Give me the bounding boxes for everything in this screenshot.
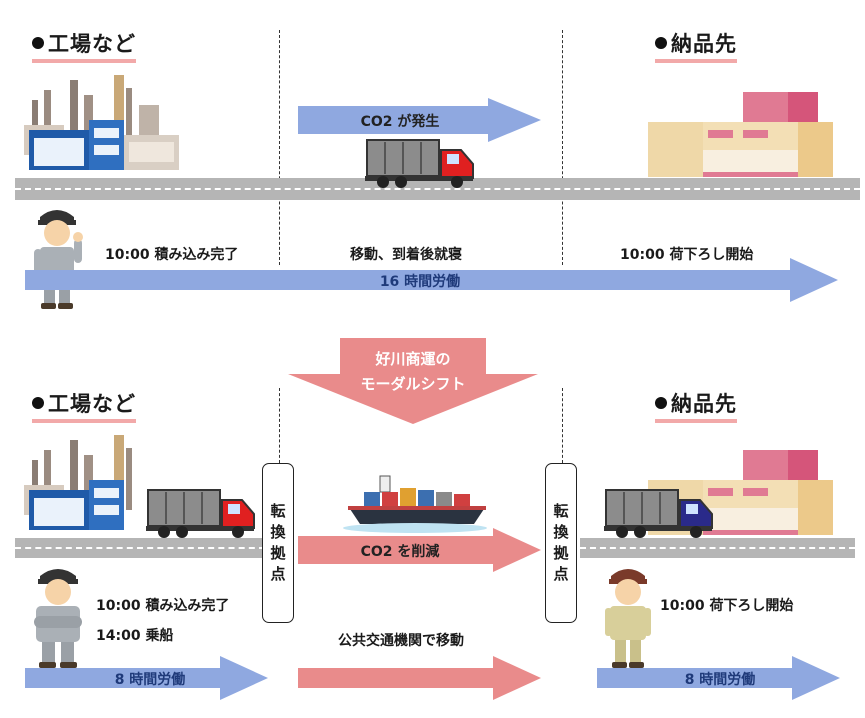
- bullet-icon: [32, 37, 44, 49]
- load-label-bottom: 10:00 積み込み完了: [96, 598, 230, 614]
- worker-icon: [603, 562, 653, 672]
- factory-icon: [24, 70, 179, 180]
- heading-underline: [655, 419, 737, 423]
- co2-arrow: [298, 98, 543, 142]
- truck-blue-icon: [604, 488, 714, 540]
- transfer-hub-left: 転 換 拠 点: [262, 463, 294, 623]
- labor-arrow-16h: [25, 258, 840, 302]
- divider-line: [562, 388, 563, 463]
- top-left-heading: 工場など: [32, 28, 136, 63]
- divider-line: [279, 388, 280, 463]
- transit-label: 公共交通機関で移動: [338, 633, 464, 649]
- modal-shift-arrow: [288, 338, 538, 424]
- divider-line: [562, 30, 563, 265]
- truck-red-icon: [146, 488, 256, 540]
- modal-shift-line1: 好川商運の: [375, 350, 451, 368]
- bullet-icon: [655, 397, 667, 409]
- transit-arrow: [298, 656, 543, 700]
- bottom-right-heading: 納品先: [655, 388, 737, 423]
- co2-arrow-label: CO2 が発生: [360, 114, 440, 130]
- labor-arrow-8h-left-label: 8 時間労働: [114, 672, 186, 688]
- factory-icon: [24, 430, 179, 540]
- transfer-hub-right: 転 換 拠 点: [545, 463, 577, 623]
- heading-underline: [32, 59, 136, 63]
- truck-red-icon: [365, 138, 475, 190]
- worker-icon: [28, 562, 88, 672]
- road: [15, 538, 265, 558]
- heading-underline: [32, 419, 136, 423]
- co2-reduce-label: CO2 を削減: [360, 544, 440, 560]
- unload-label: 10:00 荷下ろし開始: [620, 247, 754, 263]
- top-right-heading: 納品先: [655, 28, 737, 63]
- labor-arrow-8h-right-label: 8 時間労働: [684, 672, 756, 688]
- unload-label-bottom: 10:00 荷下ろし開始: [660, 598, 794, 614]
- road: [15, 178, 860, 200]
- road: [580, 538, 855, 558]
- co2-reduce-arrow: [298, 528, 543, 572]
- ship-icon: [340, 468, 490, 534]
- labor-arrow-16h-label: 16 時間労働: [379, 274, 461, 290]
- bullet-icon: [32, 397, 44, 409]
- labor-arrow-8h-left: [25, 656, 270, 700]
- bullet-icon: [655, 37, 667, 49]
- move-label: 移動、到着後就寝: [350, 247, 462, 263]
- ship-label: 14:00 乗船: [96, 628, 174, 644]
- modal-shift-line2: モーダルシフト: [360, 375, 466, 393]
- heading-underline: [655, 59, 737, 63]
- divider-line: [279, 30, 280, 265]
- store-icon: [648, 92, 833, 177]
- bottom-left-heading: 工場など: [32, 388, 136, 423]
- labor-arrow-8h-right: [597, 656, 842, 700]
- load-label: 10:00 積み込み完了: [105, 247, 239, 263]
